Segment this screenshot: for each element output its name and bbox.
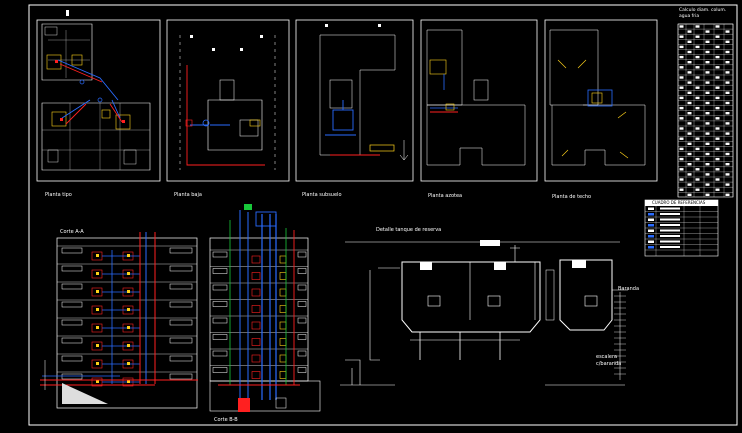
corte-bb-section <box>209 204 321 412</box>
label-detalle-tanque: Detalle tanque de reserva <box>376 227 442 233</box>
corte-aa-section <box>40 232 198 409</box>
label-planta-azotea: Planta azotea <box>428 193 463 199</box>
label-planta-baja: Planta baja <box>174 192 202 198</box>
label-corte-aa: Corte A-A <box>60 229 84 235</box>
sheet-border <box>28 4 738 426</box>
legend-table <box>644 199 719 257</box>
plan-techo-frame <box>544 19 658 182</box>
label-escalera-1: escalera <box>596 354 618 360</box>
calculo-title-2: agua fria <box>679 14 700 19</box>
calculo-title-1: Calculo diam. colum. <box>679 8 727 13</box>
label-escalera-2: c/baranda <box>596 361 622 367</box>
label-corte-bb: Corte B-B <box>214 417 238 423</box>
calculo-table <box>677 23 734 198</box>
plan-subsuelo-frame <box>295 19 414 182</box>
tank-detail <box>340 240 628 386</box>
label-planta-subsuelo: Planta subsuelo <box>302 192 342 198</box>
legend-title: CUADRO DE REFERENCIAS <box>652 200 706 205</box>
label-baranda: Baranda <box>618 286 640 292</box>
label-planta-techo: Planta de techo <box>552 194 592 200</box>
plan-baja-frame <box>166 19 290 182</box>
plan-azotea-frame <box>420 19 538 182</box>
label-planta-tipo: Planta tipo <box>45 192 72 198</box>
plan-tipo-frame <box>36 10 161 182</box>
